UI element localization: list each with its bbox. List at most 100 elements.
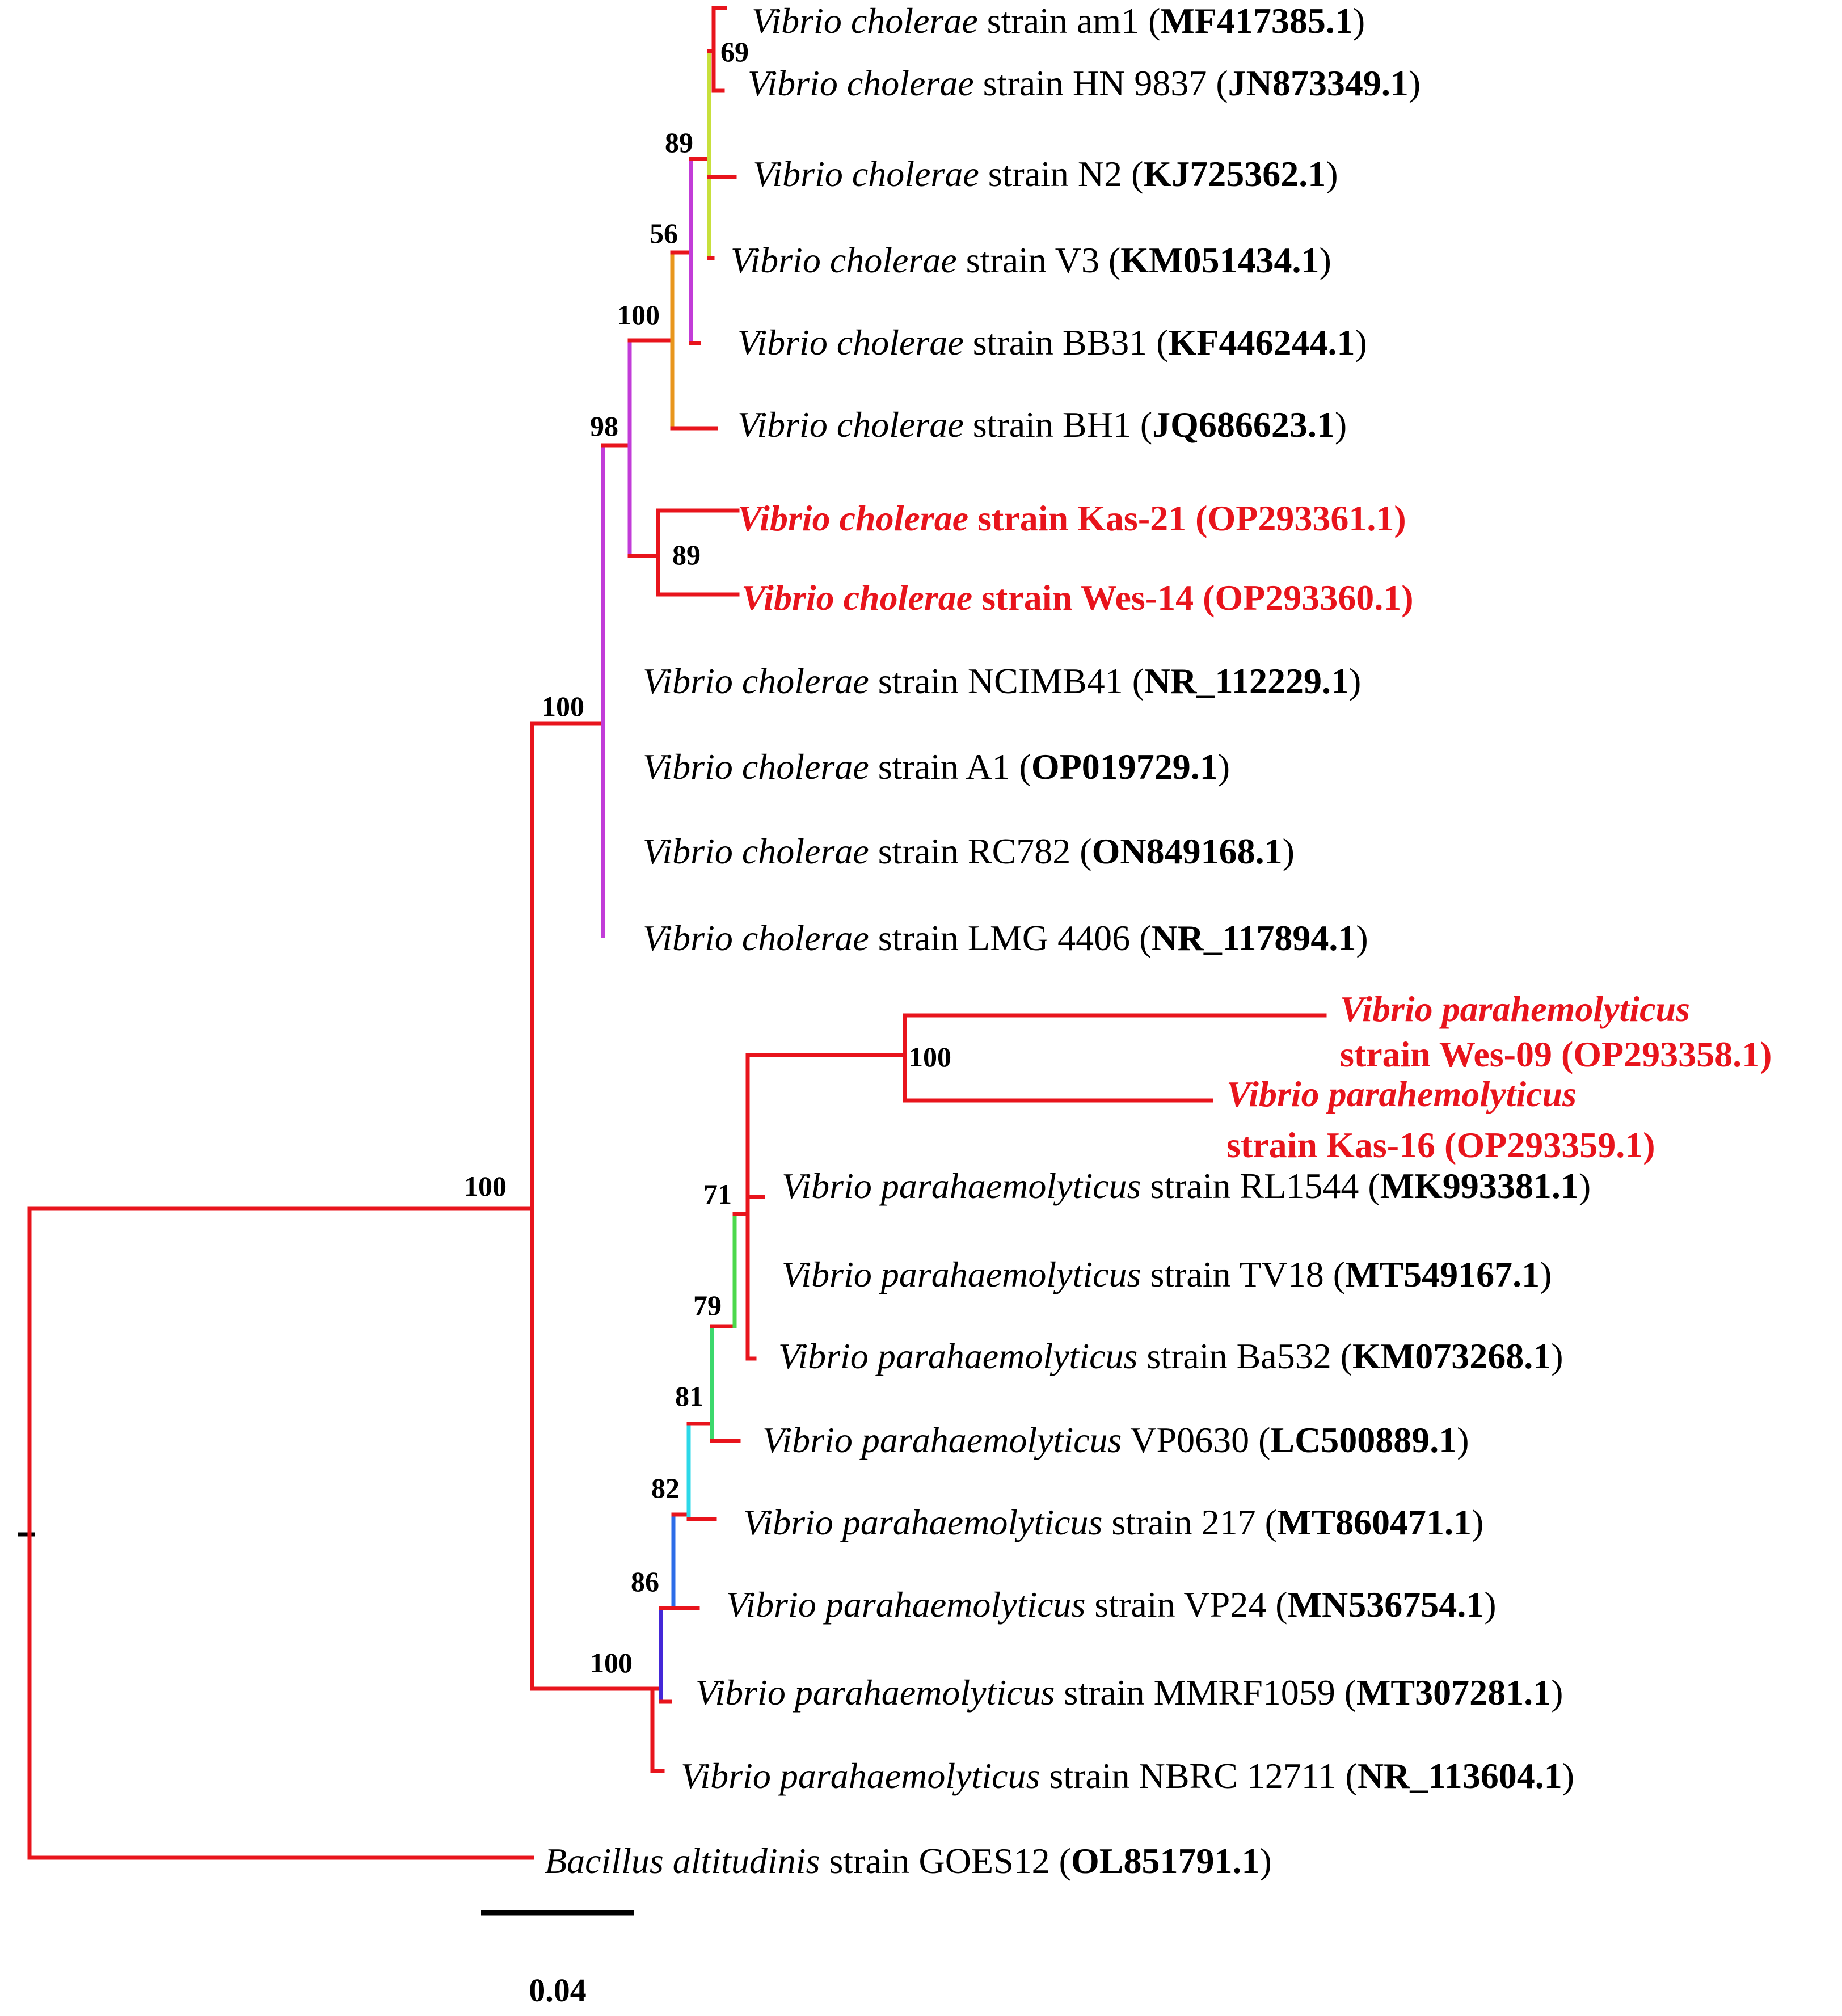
strain-name: strain GOES12 (820, 1841, 1059, 1881)
species-name: Vibrio parahaemolyticus (762, 1420, 1122, 1460)
accession-open-paren: ( (1216, 63, 1228, 103)
species-name: Vibrio cholerae (752, 1, 978, 41)
accession-close-paren: ) (1283, 831, 1295, 871)
accession-close-paren: ) (1409, 63, 1421, 103)
accession-open-paren: ( (1140, 404, 1152, 445)
species-name: Vibrio cholerae (741, 577, 972, 618)
species-name: Vibrio parahaemolyticus (782, 1166, 1141, 1206)
accession-open-paren: ( (1275, 1584, 1287, 1625)
bootstrap-value: 98 (590, 410, 618, 442)
accession-number: MF417385.1 (1160, 1, 1353, 41)
tip-label: Vibrio cholerae strain BB31 (KF446244.1) (737, 322, 1367, 362)
species-name: Bacillus altitudinis (545, 1841, 820, 1881)
accession-number: MT860471.1 (1277, 1502, 1472, 1542)
species-name: Vibrio cholerae (737, 404, 964, 445)
accession-close-paren: ) (1472, 1502, 1483, 1542)
species-name: Vibrio parahemolyticus (1226, 1074, 1577, 1114)
bootstrap-value: 89 (665, 126, 693, 158)
accession-open-paren: ( (1265, 1502, 1277, 1542)
species-name: Vibrio parahaemolyticus (726, 1584, 1085, 1625)
tip-label: Vibrio parahaemolyticus strain Ba532 (KM… (778, 1336, 1563, 1376)
accession-close-paren: ) (1540, 1254, 1552, 1294)
tip-label: Vibrio cholerae strain V3 (KM051434.1) (731, 240, 1331, 280)
accession-open-paren: ( (1344, 1672, 1356, 1713)
bootstrap-value: 79 (693, 1289, 722, 1321)
strain-name: VP0630 (1122, 1420, 1258, 1460)
accession-open-paren: ( (1346, 1756, 1358, 1796)
accession-close-paren: ) (1355, 322, 1367, 362)
accession-close-paren: ) (1356, 918, 1368, 958)
accession-close-paren: ) (1353, 1, 1365, 41)
accession-number: KM051434.1 (1120, 240, 1319, 280)
strain-name: strain 217 (1102, 1502, 1264, 1542)
strain-name: strain VP24 (1085, 1584, 1275, 1625)
bootstrap-value: 56 (650, 217, 678, 249)
accession-open-paren: ( (1132, 661, 1144, 701)
accession-open-paren: ( (1341, 1336, 1352, 1376)
tip-label: Bacillus altitudinis strain GOES12 (OL85… (545, 1841, 1272, 1881)
accession-close-paren: ) (1319, 240, 1331, 280)
strain-name: strain am1 (978, 1, 1148, 41)
species-name: Vibrio parahaemolyticus (782, 1254, 1141, 1294)
strain-name: strain LMG 4406 (869, 918, 1139, 958)
tip-label: Vibrio cholerae strain Kas-21 (OP293361.… (737, 498, 1406, 538)
accession-open-paren: ( (1333, 1254, 1345, 1294)
accession-number: JQ686623.1 (1152, 404, 1335, 445)
accession-number: KM073268.1 (1352, 1336, 1551, 1376)
accession-open-paren: ( (1203, 577, 1215, 618)
tip-label: Vibrio parahaemolyticus VP0630 (LC500889… (762, 1420, 1469, 1460)
accession-number: NR_112229.1 (1144, 661, 1349, 701)
strain-name: strain NCIMB41 (869, 661, 1132, 701)
accession-open-paren: ( (1148, 1, 1160, 41)
accession-open-paren: ( (1019, 746, 1031, 787)
accession-close-paren: ) (1259, 1841, 1271, 1881)
accession-number: OP293361.1 (1207, 498, 1394, 538)
bootstrap-value: 86 (631, 1566, 659, 1597)
accession-number: LC500889.1 (1270, 1420, 1457, 1460)
tree-branches (18, 6, 1327, 1860)
bootstrap-value: 100 (617, 299, 660, 331)
accession-number: NR_113604.1 (1358, 1756, 1562, 1796)
strain-name: strain Ba532 (1137, 1336, 1340, 1376)
accession-open-paren: ( (1131, 154, 1143, 194)
strain-name: strain BH1 (964, 404, 1140, 445)
strain-name: strain RC782 (869, 831, 1080, 871)
accession-open-paren: ( (1258, 1420, 1270, 1460)
accession-close-paren: ) (1551, 1336, 1563, 1376)
accession-close-paren: ) (1335, 404, 1347, 445)
strain-name: strain Kas-21 (968, 498, 1195, 538)
accession-open-paren: ( (1195, 498, 1207, 538)
accession-number: MK993381.1 (1380, 1166, 1579, 1206)
strain-name: strain NBRC 12711 (1040, 1756, 1345, 1796)
species-name: Vibrio cholerae (643, 831, 869, 871)
accession-number: KJ725362.1 (1143, 154, 1326, 194)
accession-close-paren: ) (1562, 1756, 1574, 1796)
accession-close-paren: ) (1579, 1166, 1591, 1206)
tip-label: Vibrio parahaemolyticus strain NBRC 1271… (681, 1756, 1574, 1796)
bootstrap-value: 100 (542, 690, 584, 722)
bootstrap-value: 100 (909, 1041, 951, 1073)
tip-label: Vibrio cholerae strain RC782 (ON849168.1… (643, 831, 1295, 871)
accession-close-paren: ) (1349, 661, 1361, 701)
accession-number: ON849168.1 (1092, 831, 1283, 871)
tip-label: Vibrio cholerae strain am1 (MF417385.1) (752, 1, 1365, 41)
strain-name: strain HN 9837 (974, 63, 1216, 103)
tip-label: Vibrio cholerae strain HN 9837 (JN873349… (748, 63, 1421, 103)
bootstrap-value: 89 (672, 539, 701, 571)
accession-close-paren: ) (1551, 1672, 1563, 1713)
species-name: Vibrio cholerae (737, 322, 964, 362)
species-name: Vibrio cholerae (731, 240, 957, 280)
strain-name: strain Wes-09 (OP293358.1) (1340, 1034, 1772, 1074)
scale-bar-label: 0.04 (529, 1972, 587, 2009)
accession-number: NR_117894.1 (1151, 918, 1356, 958)
accession-number: JN873349.1 (1228, 63, 1409, 103)
species-name: Vibrio cholerae (643, 746, 869, 787)
tip-label: Vibrio parahaemolyticus strain TV18 (MT5… (782, 1254, 1552, 1294)
accession-number: MT549167.1 (1345, 1254, 1540, 1294)
species-name: Vibrio cholerae (748, 63, 974, 103)
